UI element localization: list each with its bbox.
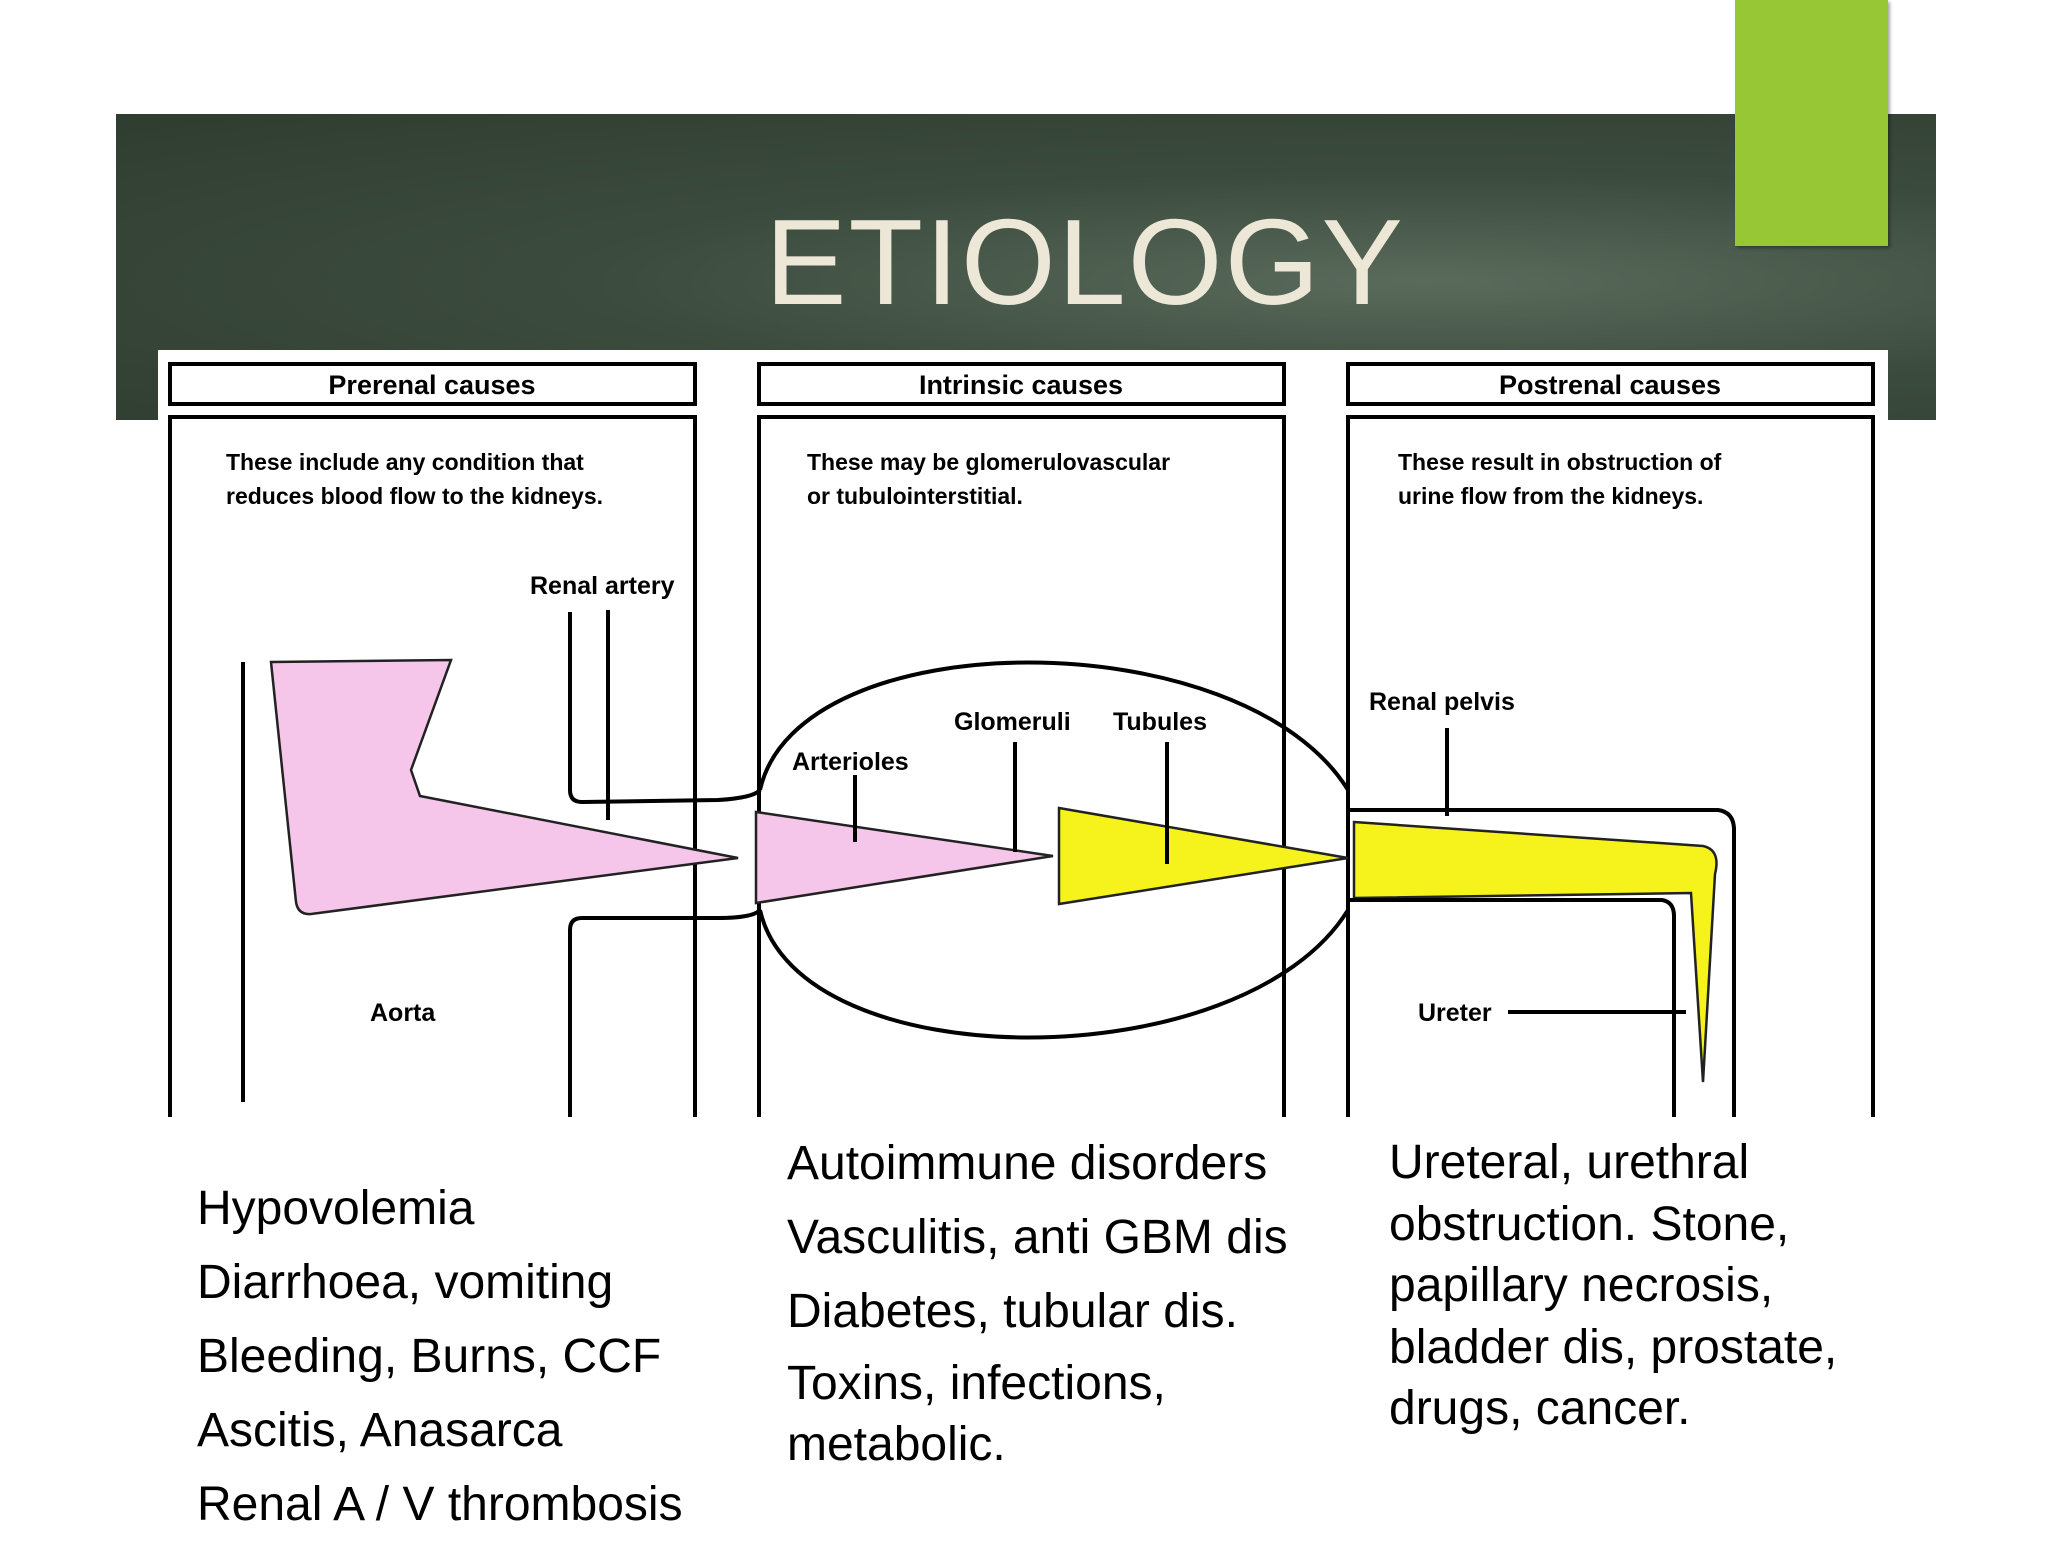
renal-artery-outline-top: [568, 612, 762, 805]
panel-intrinsic: [757, 415, 1286, 1117]
prerenal-causes-list: Hypovolemia Diarrhoea, vomiting Bleeding…: [197, 1172, 683, 1542]
header-box-intrinsic: [757, 362, 1286, 406]
desc-prerenal-line1: These include any condition that: [226, 449, 584, 475]
label-glomeruli: Glomeruli: [954, 708, 1071, 736]
prerenal-cause-item: Diarrhoea, vomiting: [197, 1256, 614, 1309]
prerenal-cause-item: Hypovolemia: [197, 1182, 475, 1235]
accent-block: [1735, 0, 1888, 246]
panel-postrenal: [1346, 415, 1875, 1117]
kidney-diagram: Prerenal causes Intrinsic causes Postren…: [158, 350, 1888, 1117]
prerenal-cause-item: Ascitis, Anasarca: [197, 1404, 563, 1457]
postrenal-causes-list: Ureteral, urethral obstruction. Stone, p…: [1389, 1132, 1837, 1440]
desc-prerenal-line2: reduces blood flow to the kidneys.: [226, 483, 603, 509]
header-box-prerenal: [168, 362, 697, 406]
aorta-flow-shape: [269, 658, 739, 916]
tubule-flow-shape: [1057, 806, 1349, 906]
label-ureter: Ureter: [1418, 999, 1492, 1027]
renal-artery-outline-bottom: [568, 908, 762, 1117]
slide-title: ETIOLOGY: [765, 194, 1405, 330]
intrinsic-cause-item: Diabetes, tubular dis.: [787, 1285, 1238, 1338]
desc-postrenal-line2: urine flow from the kidneys.: [1398, 483, 1703, 509]
label-renal-pelvis: Renal pelvis: [1369, 688, 1515, 716]
desc-intrinsic-line2: or tubulointerstitial.: [807, 483, 1023, 509]
desc-intrinsic-line1: These may be glomerulovascular: [807, 449, 1170, 475]
arteriole-flow-shape: [754, 810, 1054, 905]
label-tubules: Tubules: [1113, 708, 1207, 736]
label-renal-artery: Renal artery: [530, 572, 675, 600]
intrinsic-cause-item: Toxins, infections,: [787, 1357, 1166, 1410]
prerenal-cause-item: Renal A / V thrombosis: [197, 1478, 683, 1531]
intrinsic-causes-list: Autoimmune disorders Vasculitis, anti GB…: [787, 1127, 1288, 1475]
postrenal-cause-item: bladder dis, prostate,: [1389, 1320, 1838, 1374]
intrinsic-cause-item: Vasculitis, anti GBM dis: [787, 1211, 1288, 1264]
intrinsic-cause-item: Autoimmune disorders: [787, 1137, 1268, 1190]
postrenal-cause-item: obstruction. Stone,: [1389, 1197, 1790, 1251]
ureter-outline-inner: [1348, 898, 1676, 1117]
postrenal-cause-item: papillary necrosis,: [1389, 1259, 1774, 1312]
label-arterioles: Arterioles: [792, 748, 909, 776]
header-intrinsic: Intrinsic causes: [919, 370, 1123, 400]
prerenal-cause-item: Bleeding, Burns, CCF: [197, 1330, 662, 1383]
diagram-svg: Prerenal causes Intrinsic causes Postren…: [168, 362, 1875, 1117]
kidney-outline-bottom: [758, 908, 1350, 1040]
ureter-outline-outer: [1348, 808, 1736, 1117]
ureter-flow-shape: [1352, 820, 1718, 1083]
label-aorta: Aorta: [370, 999, 436, 1027]
panel-prerenal: [168, 415, 697, 1117]
desc-postrenal-line1: These result in obstruction of: [1398, 449, 1722, 475]
header-prerenal: Prerenal causes: [328, 370, 535, 400]
postrenal-cause-item: drugs, cancer.: [1389, 1382, 1691, 1435]
postrenal-cause-item: Ureteral, urethral: [1389, 1136, 1750, 1189]
header-postrenal: Postrenal causes: [1499, 370, 1721, 400]
header-box-postrenal: [1346, 362, 1875, 406]
intrinsic-cause-item: metabolic.: [787, 1418, 1006, 1471]
kidney-outline-top: [758, 660, 1350, 792]
